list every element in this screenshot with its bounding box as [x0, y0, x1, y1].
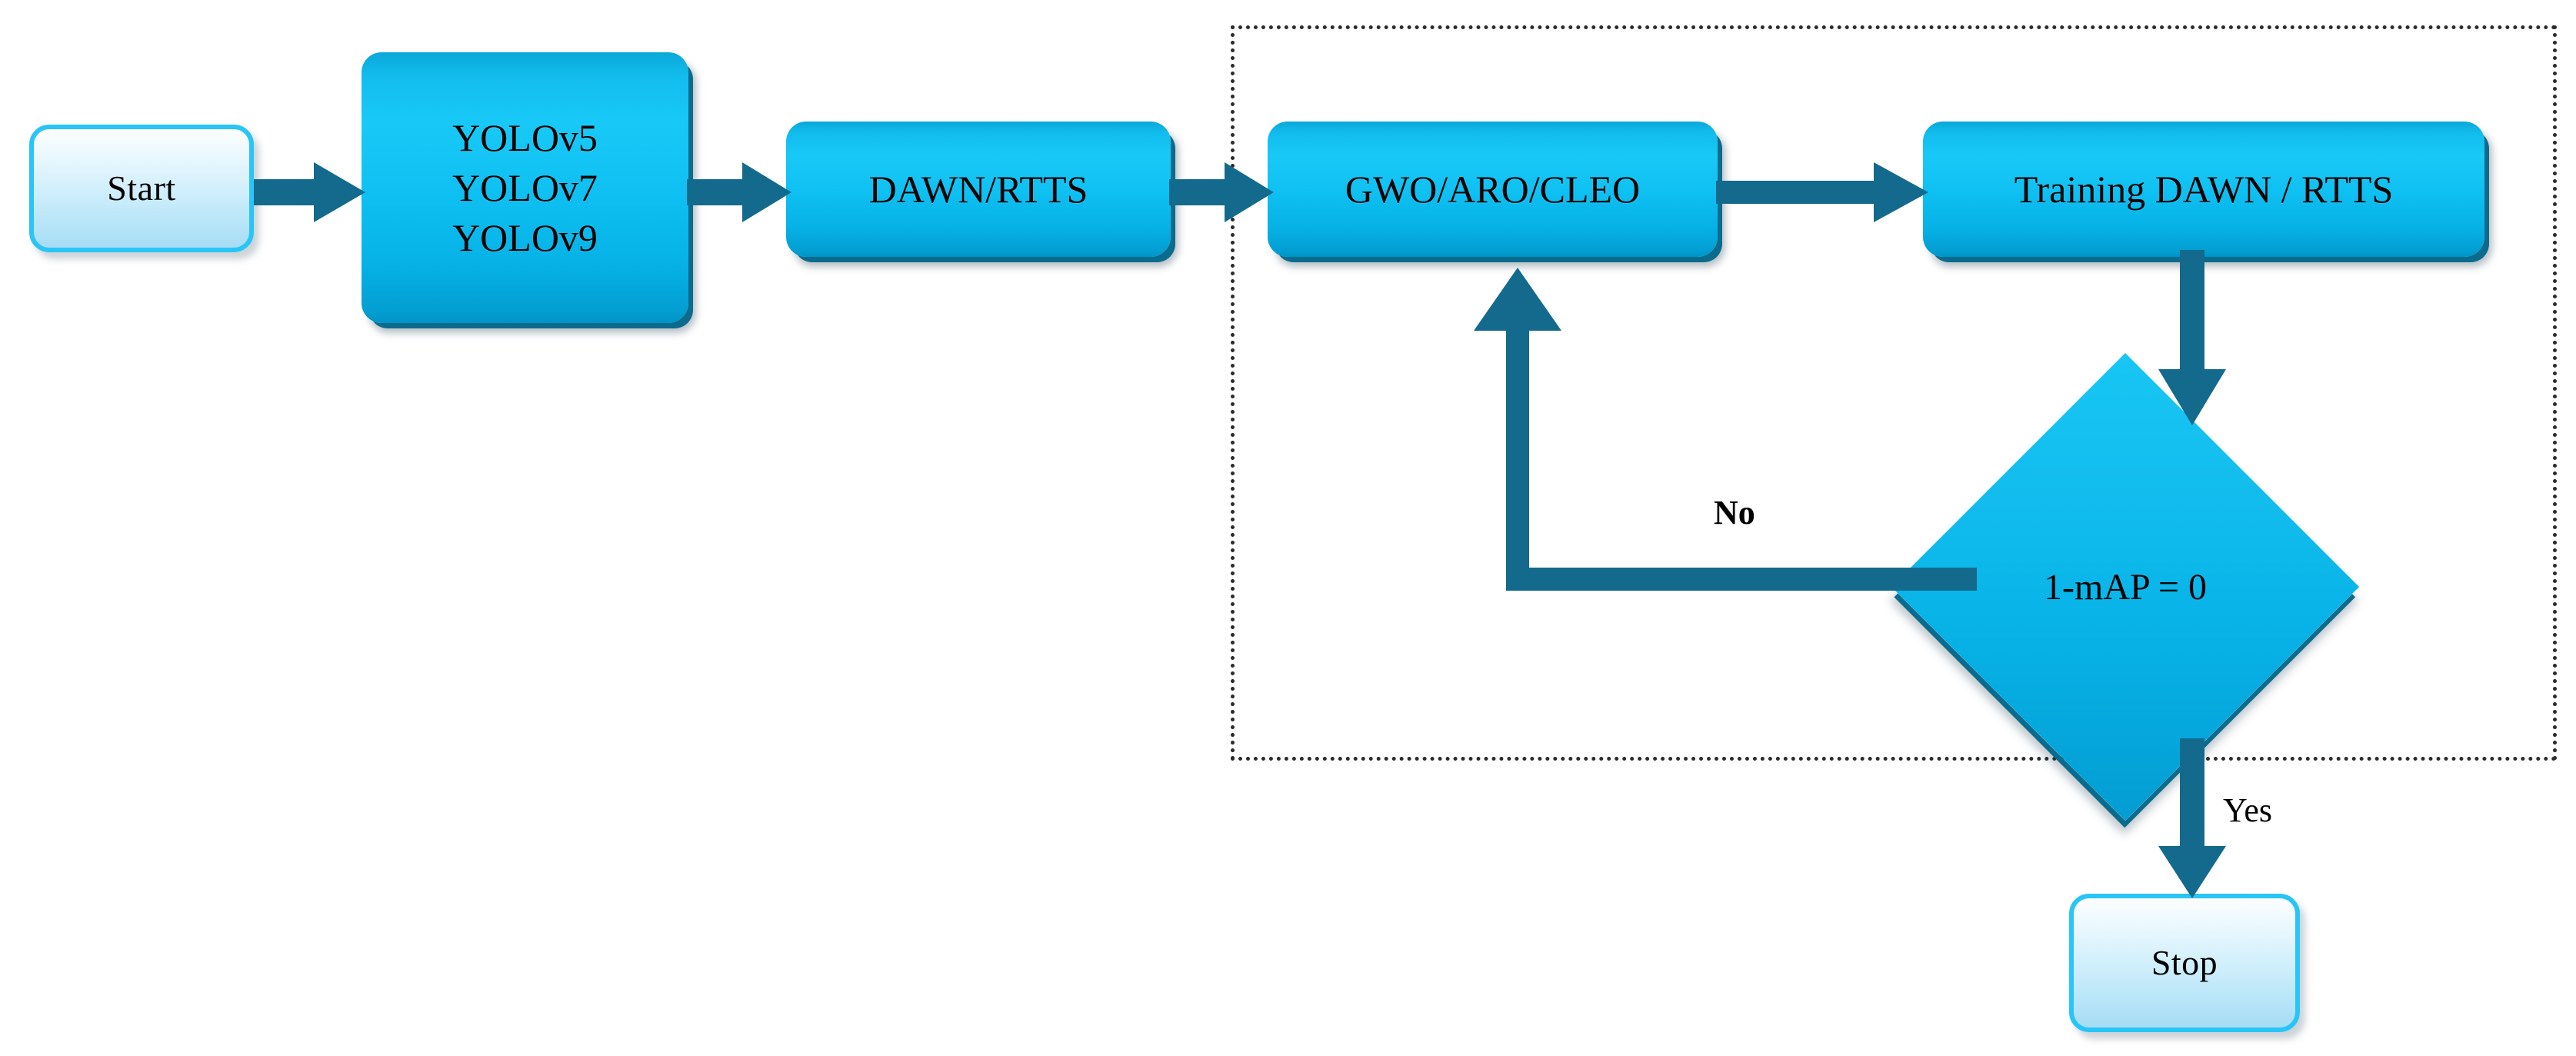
- node-stop[interactable]: Stop: [2069, 894, 2300, 1032]
- arrow-head-right: [687, 162, 791, 222]
- node-training[interactable]: Training DAWN / RTTS: [1923, 122, 2484, 257]
- arrow-head-right: [1169, 162, 1274, 222]
- node-decision[interactable]: 1-mAP = 0: [1891, 352, 2360, 821]
- node-stop-label: Stop: [2151, 943, 2218, 982]
- optimisation-loop-region: [1231, 25, 2557, 761]
- edge-models-to-datasets: [687, 162, 791, 222]
- edge-optimisers-to-training: [1716, 162, 1928, 222]
- edge-decision-to-stop: [2158, 738, 2226, 898]
- node-start-label: Start: [107, 168, 176, 208]
- node-yolo-models[interactable]: YOLOv5 YOLOv7 YOLOv9: [362, 52, 688, 323]
- node-optimisers[interactable]: GWO/ARO/CLEO: [1268, 122, 1718, 257]
- node-datasets-label: DAWN/RTTS: [868, 167, 1088, 211]
- edge-decision-to-optimisers-feedback: [1474, 268, 1977, 591]
- edge-label-yes: Yes: [2223, 791, 2273, 829]
- edge-start-to-models: [254, 162, 365, 222]
- node-training-label: Training DAWN / RTTS: [2014, 167, 2394, 211]
- yolo-line-1: YOLOv5: [452, 115, 598, 159]
- node-start[interactable]: Start: [29, 125, 254, 252]
- arrow-head-down: [2158, 250, 2226, 425]
- edge-training-to-decision: [2158, 250, 2226, 425]
- edge-label-no: No: [1714, 494, 1755, 531]
- arrow-head-right: [254, 162, 365, 222]
- edge-datasets-to-optimisers: [1169, 162, 1274, 222]
- arrow-path-with-head-up: [1474, 268, 1977, 591]
- arrow-head-right: [1716, 162, 1928, 222]
- arrow-head-down: [2158, 738, 2226, 898]
- yolo-line-2: YOLOv7: [452, 165, 598, 209]
- node-yolo-models-label: YOLOv5 YOLOv7 YOLOv9: [443, 113, 607, 263]
- yolo-line-3: YOLOv9: [452, 215, 598, 259]
- node-datasets[interactable]: DAWN/RTTS: [786, 122, 1171, 257]
- node-optimisers-label: GWO/ARO/CLEO: [1345, 167, 1641, 211]
